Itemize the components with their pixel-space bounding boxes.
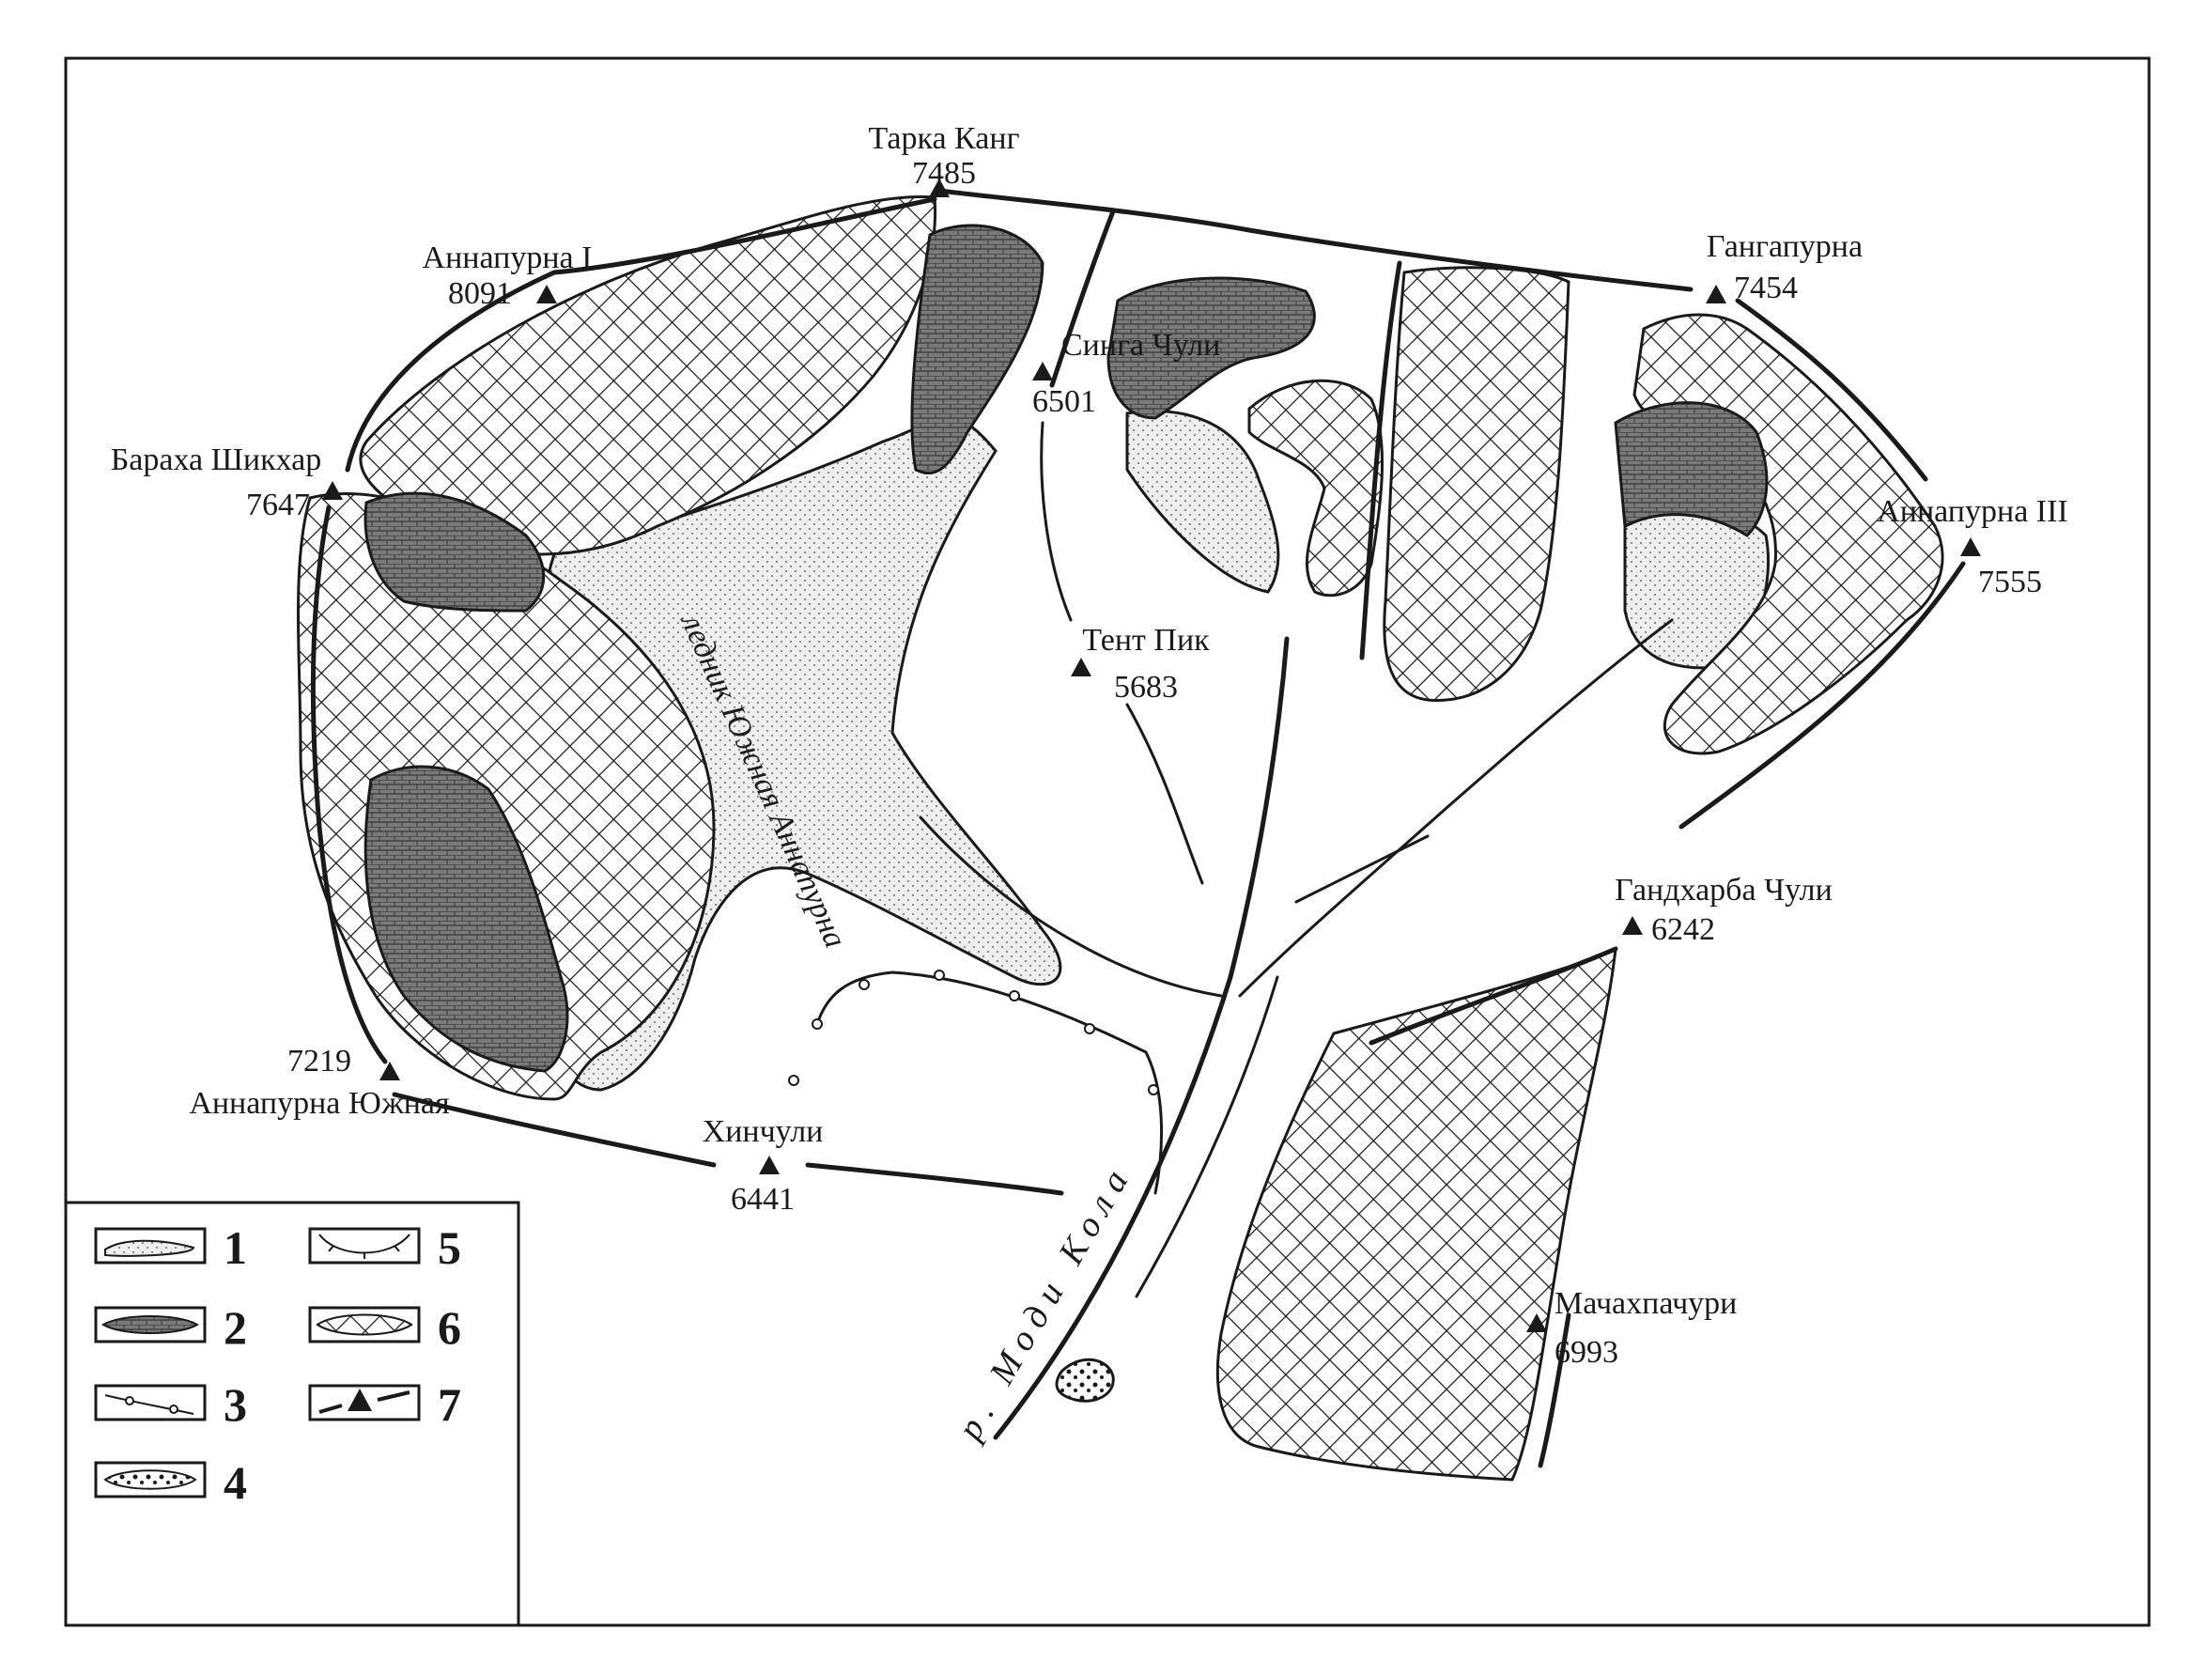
peak-height-annapurna-3: 7555 (1978, 565, 2042, 599)
peak-triangle-tent-peak (1071, 658, 1091, 676)
peak-label-annapurna-1: Аннапурна I (423, 241, 593, 275)
legend-label-7: 7 (438, 1378, 461, 1431)
peak-height-barakha-shikhar: 7647 (246, 488, 310, 522)
crosshatch-center (1383, 266, 1570, 703)
peak-triangle-gandharba-chuli (1622, 916, 1643, 935)
peak-height-tarka-kang: 7485 (912, 156, 976, 191)
moraine-left (919, 815, 1223, 998)
legend-label-5: 5 (438, 1221, 461, 1274)
legend-item-4: 4 (94, 1456, 247, 1509)
peak-label-gangapurna: Гангапурна (1707, 229, 1863, 264)
peak-height-annapurna-1: 8091 (448, 276, 512, 311)
brick-tarka (910, 224, 1044, 475)
brick-barakha (364, 491, 546, 613)
peak-label-tarka-kang: Тарка Канг (868, 121, 1019, 156)
legend-label-2: 2 (224, 1301, 247, 1354)
peak-label-tent-peak: Тент Пик (1082, 623, 1210, 658)
ridge-south (392, 1092, 1064, 1196)
legend-item-7: 7 (308, 1378, 461, 1431)
legend-label-4: 4 (224, 1456, 247, 1509)
peak-triangle-annapurna-3 (1960, 537, 1981, 556)
trail-markers (788, 970, 1159, 1095)
legend-label-6: 6 (438, 1301, 461, 1354)
peak-height-machapuchare: 6993 (1555, 1335, 1618, 1370)
legend-item-6: 6 (308, 1301, 461, 1354)
peak-triangle-singa-chuli (1032, 362, 1053, 380)
river-modi-khola (993, 636, 1290, 1440)
moraine-lake (1055, 1358, 1115, 1403)
legend-item-3: 3 (94, 1378, 247, 1431)
peak-label-barakha-shikhar: Бараха Шикхар (111, 442, 322, 477)
peak-label-hinchuli: Хинчули (703, 1114, 824, 1149)
legend-item-2: 2 (94, 1301, 247, 1354)
ridge-singa (1049, 209, 1116, 388)
brick-gangapurna (1614, 401, 1769, 537)
crosshatch-singa (1247, 379, 1384, 598)
peak-label-annapurna-3: Аннапурна III (1877, 494, 2068, 529)
ridge-tent-peak (1040, 421, 1204, 885)
peak-label-annapurna-south: Аннапурна Южная (189, 1086, 450, 1121)
peak-height-gangapurna: 7454 (1734, 271, 1798, 305)
moraine-river (1135, 975, 1279, 1298)
ridge-annapurna-1 (345, 196, 937, 473)
peak-label-gandharba-chuli: Гандхарба Чули (1615, 873, 1833, 908)
peak-triangle-gangapurna (1706, 285, 1726, 303)
legend-label-1: 1 (224, 1221, 247, 1274)
peak-label-singa-chuli: Синга Чули (1061, 328, 1220, 363)
peak-triangle-annapurna-1 (536, 285, 557, 303)
ridge-center-divider (1359, 260, 1402, 660)
brick-singa (1106, 276, 1316, 420)
peak-markers (322, 179, 1981, 1332)
legend-item-5: 5 (308, 1221, 461, 1274)
peak-height-gandharba-chuli: 6242 (1651, 912, 1715, 947)
peak-triangle-machapuchare (1526, 1313, 1547, 1332)
peak-triangle-hinchuli (759, 1156, 780, 1174)
peak-height-tent-peak: 5683 (1114, 670, 1178, 705)
legend-label-3: 3 (224, 1378, 247, 1431)
trail-hinchuli (815, 970, 1164, 1195)
ridge-gandharba (1369, 946, 1618, 1468)
peak-triangle-annapurna-south (379, 1062, 400, 1080)
legend-item-1: 1 (94, 1221, 247, 1274)
moraine-right (1294, 834, 1430, 904)
brick-annapurna-south (364, 765, 569, 1073)
glacier-zone-2 (1125, 410, 1280, 594)
peak-triangle-barakha-shikhar (322, 481, 343, 500)
ridge-annapurna-3 (1678, 298, 1966, 830)
peak-height-hinchuli: 6441 (731, 1182, 795, 1217)
peak-height-annapurna-south: 7219 (287, 1044, 351, 1079)
peak-height-singa-chuli: 6501 (1032, 384, 1096, 419)
peak-triangle-tarka-kang (929, 179, 950, 197)
river-tributary (1238, 618, 1674, 998)
peak-label-machapuchare: Мачахпачури (1555, 1286, 1737, 1321)
ridge-west (310, 505, 388, 1064)
ridge-main-north (936, 188, 1694, 292)
map-frame (64, 56, 2151, 1627)
river-label: р. Моди Кола (949, 1156, 1140, 1449)
